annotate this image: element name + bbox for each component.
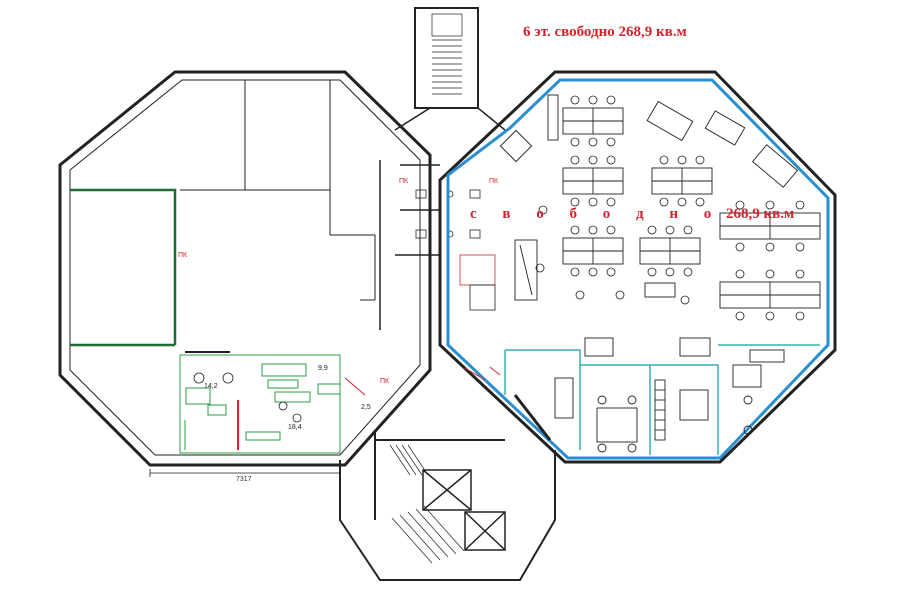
center-corridor	[379, 107, 506, 330]
bottom-stair-core	[339, 430, 556, 581]
room-area-1: 14,2	[204, 383, 218, 390]
pk-tag-3: ПК	[178, 252, 188, 259]
room-area-3: 2,5	[361, 404, 371, 411]
red-annotations	[344, 366, 501, 396]
meeting-rooms	[504, 344, 820, 455]
available-area-value: 268,9 кв.м	[726, 206, 795, 222]
left-office-room	[179, 354, 341, 454]
left-octagon-inner	[69, 79, 421, 456]
available-area-outline	[446, 78, 830, 460]
room-area-2: 9,9	[318, 365, 328, 372]
storage-cabinets	[499, 94, 559, 301]
floor-availability-heading: 6 эт. свободно 268,9 кв.м	[523, 24, 687, 40]
available-area-word: с в о б о д н о	[470, 206, 723, 222]
room-area-4: 18,4	[288, 424, 302, 431]
pk-tag-1: ПК	[399, 178, 409, 185]
dimension-label: 7317	[236, 476, 252, 483]
left-office-fixtures	[185, 351, 302, 423]
left-octagon-wing	[58, 70, 432, 467]
elevator-shafts	[422, 469, 506, 551]
pk-tag-4: ПК	[380, 378, 390, 385]
workstation-chairs	[535, 95, 805, 321]
top-stair-treads	[431, 13, 463, 95]
left-green-partition	[70, 188, 177, 347]
meeting-room-furniture	[513, 337, 785, 453]
pk-tag-2: ПК	[489, 178, 499, 185]
bottom-stair-treads	[389, 444, 465, 564]
dimension-line	[149, 469, 341, 477]
available-area-label: с в о б о д н о 268,9 кв.м	[470, 206, 794, 223]
workstation-clusters	[562, 100, 821, 309]
restroom-fixtures	[415, 189, 496, 311]
right-octagon-wing	[438, 70, 837, 464]
